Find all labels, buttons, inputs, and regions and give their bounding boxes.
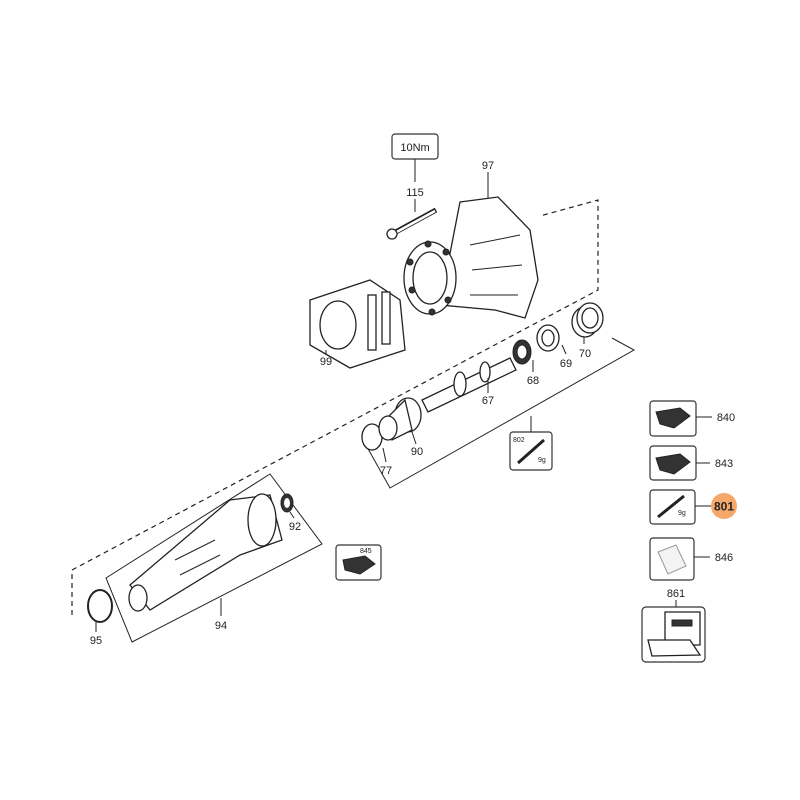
subassembly-bracket-94 [105,473,323,643]
kit-label-843[interactable]: 843 [715,458,733,470]
part-69-ring[interactable] [536,324,560,352]
grease-gun-icon [657,494,685,519]
part-label-69[interactable]: 69 [560,358,572,370]
part-label-94[interactable]: 94 [215,620,227,632]
part-95-oring[interactable] [87,589,113,623]
kit-label-861[interactable]: 861 [667,588,685,600]
part-label-68[interactable]: 68 [527,375,539,387]
highlighted-part-801[interactable]: 801 [711,493,737,519]
part-label-70[interactable]: 70 [579,348,591,360]
part-97-housing[interactable] [403,196,539,319]
part-68-bearing[interactable] [512,339,532,365]
kit-840-box[interactable] [649,400,697,437]
kit-label-801: 801 [714,500,734,514]
kit-weight-801: 9g [678,510,686,517]
part-70-spring[interactable] [571,302,604,338]
part-label-97[interactable]: 97 [482,160,494,172]
part-94-spindle[interactable] [128,493,283,612]
part-92-washer[interactable] [280,493,294,513]
grease-gun-icon [517,438,545,465]
kit-843-box[interactable] [649,445,697,481]
part-label-99[interactable]: 99 [320,356,332,368]
kit-label-846[interactable]: 846 [715,552,733,564]
torque-label: 10Nm [400,142,429,154]
parts-kit-icon [342,555,376,575]
kit-845-box[interactable]: 845 [335,544,382,581]
kit-label-845: 845 [360,548,372,555]
kit-label-802: 802 [513,437,525,444]
kit-weight-802: 9g [538,457,546,464]
subassembly-bracket-67 [361,337,636,489]
kit-861-case[interactable] [641,606,706,663]
part-90-bushing[interactable] [378,397,422,441]
part-label-92[interactable]: 92 [289,521,301,533]
part-115-screw[interactable] [386,207,438,240]
highlight-marker [711,493,737,519]
bag-icon [657,544,687,575]
parts-kit-icon [655,407,691,429]
kit-801-grease-box[interactable]: 9g [649,489,696,525]
part-label-90[interactable]: 90 [411,446,423,458]
kit-label-840[interactable]: 840 [717,412,735,424]
part-label-115[interactable]: 115 [406,187,424,199]
torque-spec-box: 10Nm [391,133,439,182]
kit-802-grease-box[interactable]: 802 9g [509,431,553,471]
part-label-95[interactable]: 95 [90,635,102,647]
part-label-77[interactable]: 77 [380,465,392,477]
part-67-shaft[interactable] [421,357,517,413]
parts-kit-icon [655,453,691,475]
part-label-67[interactable]: 67 [482,395,494,407]
assembly-outline-dashed [71,199,599,615]
kit-846-bag[interactable] [649,537,695,581]
part-99-cage[interactable] [309,279,406,369]
